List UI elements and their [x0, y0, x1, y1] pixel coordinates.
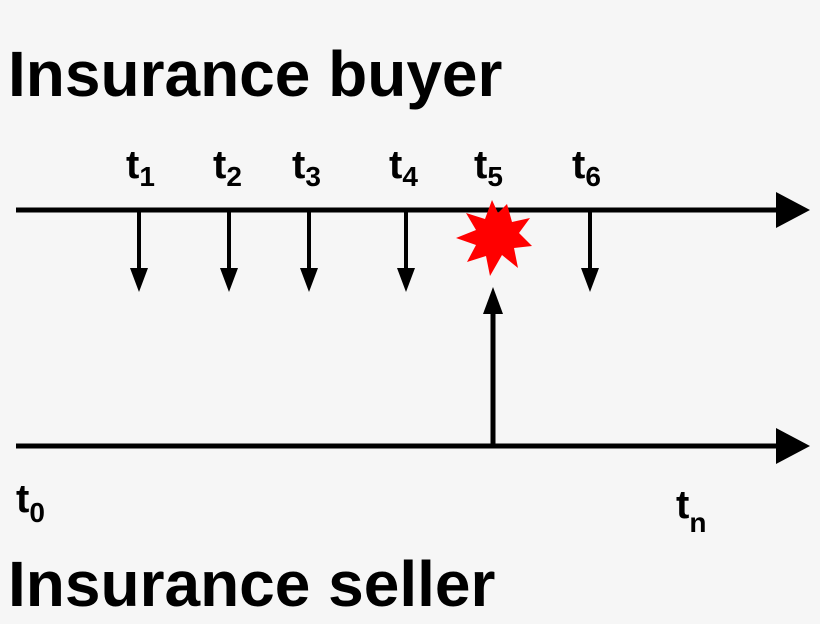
buyer-tick-labels: t1 t2 t3 t4 t5 t6 [126, 143, 601, 192]
seller-timeline-arrowhead [776, 428, 810, 464]
buyer-timeline-arrowhead [776, 192, 810, 228]
tick-label: t5 [474, 143, 503, 192]
start-time-label: t0 [16, 477, 45, 528]
payment-arrow-down [397, 210, 415, 292]
buyer-timeline [16, 192, 810, 228]
buyer-title: Insurance buyer [8, 38, 502, 110]
tick-label: t2 [213, 143, 242, 192]
payout-arrow-up [483, 287, 503, 446]
tick-label: t6 [572, 143, 601, 192]
tick-label: t3 [292, 143, 321, 192]
payment-arrow-down [130, 210, 148, 292]
payment-arrow-down [581, 210, 599, 292]
payment-arrow-down [220, 210, 238, 292]
explosion-burst-icon [456, 200, 532, 276]
payment-arrow-down [300, 210, 318, 292]
premium-payment-arrows [130, 210, 599, 292]
end-time-label: tn [676, 483, 706, 538]
seller-title: Insurance seller [8, 548, 495, 620]
tick-label: t1 [126, 143, 155, 192]
tick-label: t4 [389, 143, 418, 192]
seller-timeline [16, 428, 810, 464]
